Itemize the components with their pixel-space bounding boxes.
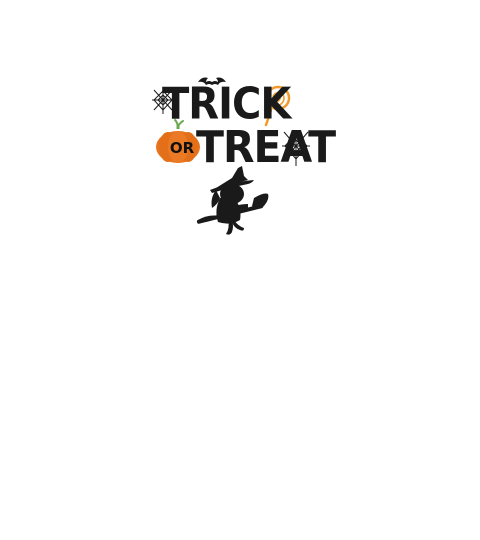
pumpkin-icon [156,119,200,163]
bat-icon [198,77,226,85]
lollipop-icon [264,85,291,127]
trick-or-treat-artwork: TRICK OR TREAT [150,70,336,240]
spider-web-icon [152,88,174,114]
trick-word: TRICK [162,79,291,130]
or-word: OR [169,139,195,157]
witch-on-broom-icon [196,166,269,235]
treat-word: TREAT [196,121,336,173]
decorations-layer [152,77,310,235]
spider-web-icon [282,130,310,166]
